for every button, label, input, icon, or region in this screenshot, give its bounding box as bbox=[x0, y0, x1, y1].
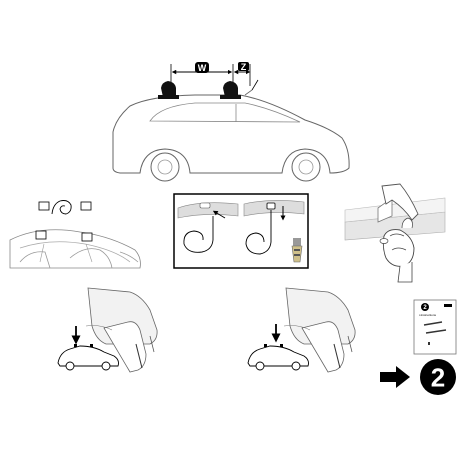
dimension-w: W bbox=[170, 62, 234, 82]
car-window-outline bbox=[149, 102, 301, 123]
roof-foot-rear bbox=[220, 81, 241, 99]
step-number: 2 bbox=[431, 363, 445, 393]
detail-box bbox=[173, 193, 309, 269]
release-wire-right bbox=[245, 210, 272, 255]
roof-foot-front bbox=[158, 81, 179, 99]
dimension-z-label: Z bbox=[241, 62, 247, 72]
instruction-sheet-thumbnail: 2 i-Instructions bbox=[413, 299, 457, 355]
car-icon-left bbox=[57, 344, 119, 371]
dimension-w-label: W bbox=[198, 63, 207, 73]
hand-press-illustration bbox=[344, 183, 446, 283]
step-badge bbox=[420, 359, 456, 395]
dimension-z: Z bbox=[233, 62, 251, 86]
next-step-indicator: 2 bbox=[380, 359, 456, 395]
rear-wheel bbox=[291, 152, 321, 182]
car-side-view bbox=[112, 79, 350, 182]
release-wire-left bbox=[183, 216, 214, 253]
roof-marker-illustration bbox=[9, 200, 141, 269]
marker-box-2 bbox=[80, 201, 92, 211]
car-body-outline bbox=[112, 94, 350, 174]
marker-box-4 bbox=[81, 232, 93, 242]
doc-step-number: 2 bbox=[423, 305, 427, 311]
car-icon-right bbox=[247, 344, 309, 371]
side-panel-right bbox=[247, 287, 356, 373]
marker-box-1 bbox=[38, 201, 50, 211]
side-panel-left bbox=[57, 287, 158, 373]
plug-icon bbox=[291, 238, 303, 263]
front-wheel bbox=[150, 152, 180, 182]
right-arrow-icon bbox=[380, 366, 410, 388]
marker-box-3 bbox=[35, 230, 47, 240]
doc-title: i-Instructions bbox=[419, 313, 437, 317]
tool-key-icon bbox=[51, 200, 72, 215]
